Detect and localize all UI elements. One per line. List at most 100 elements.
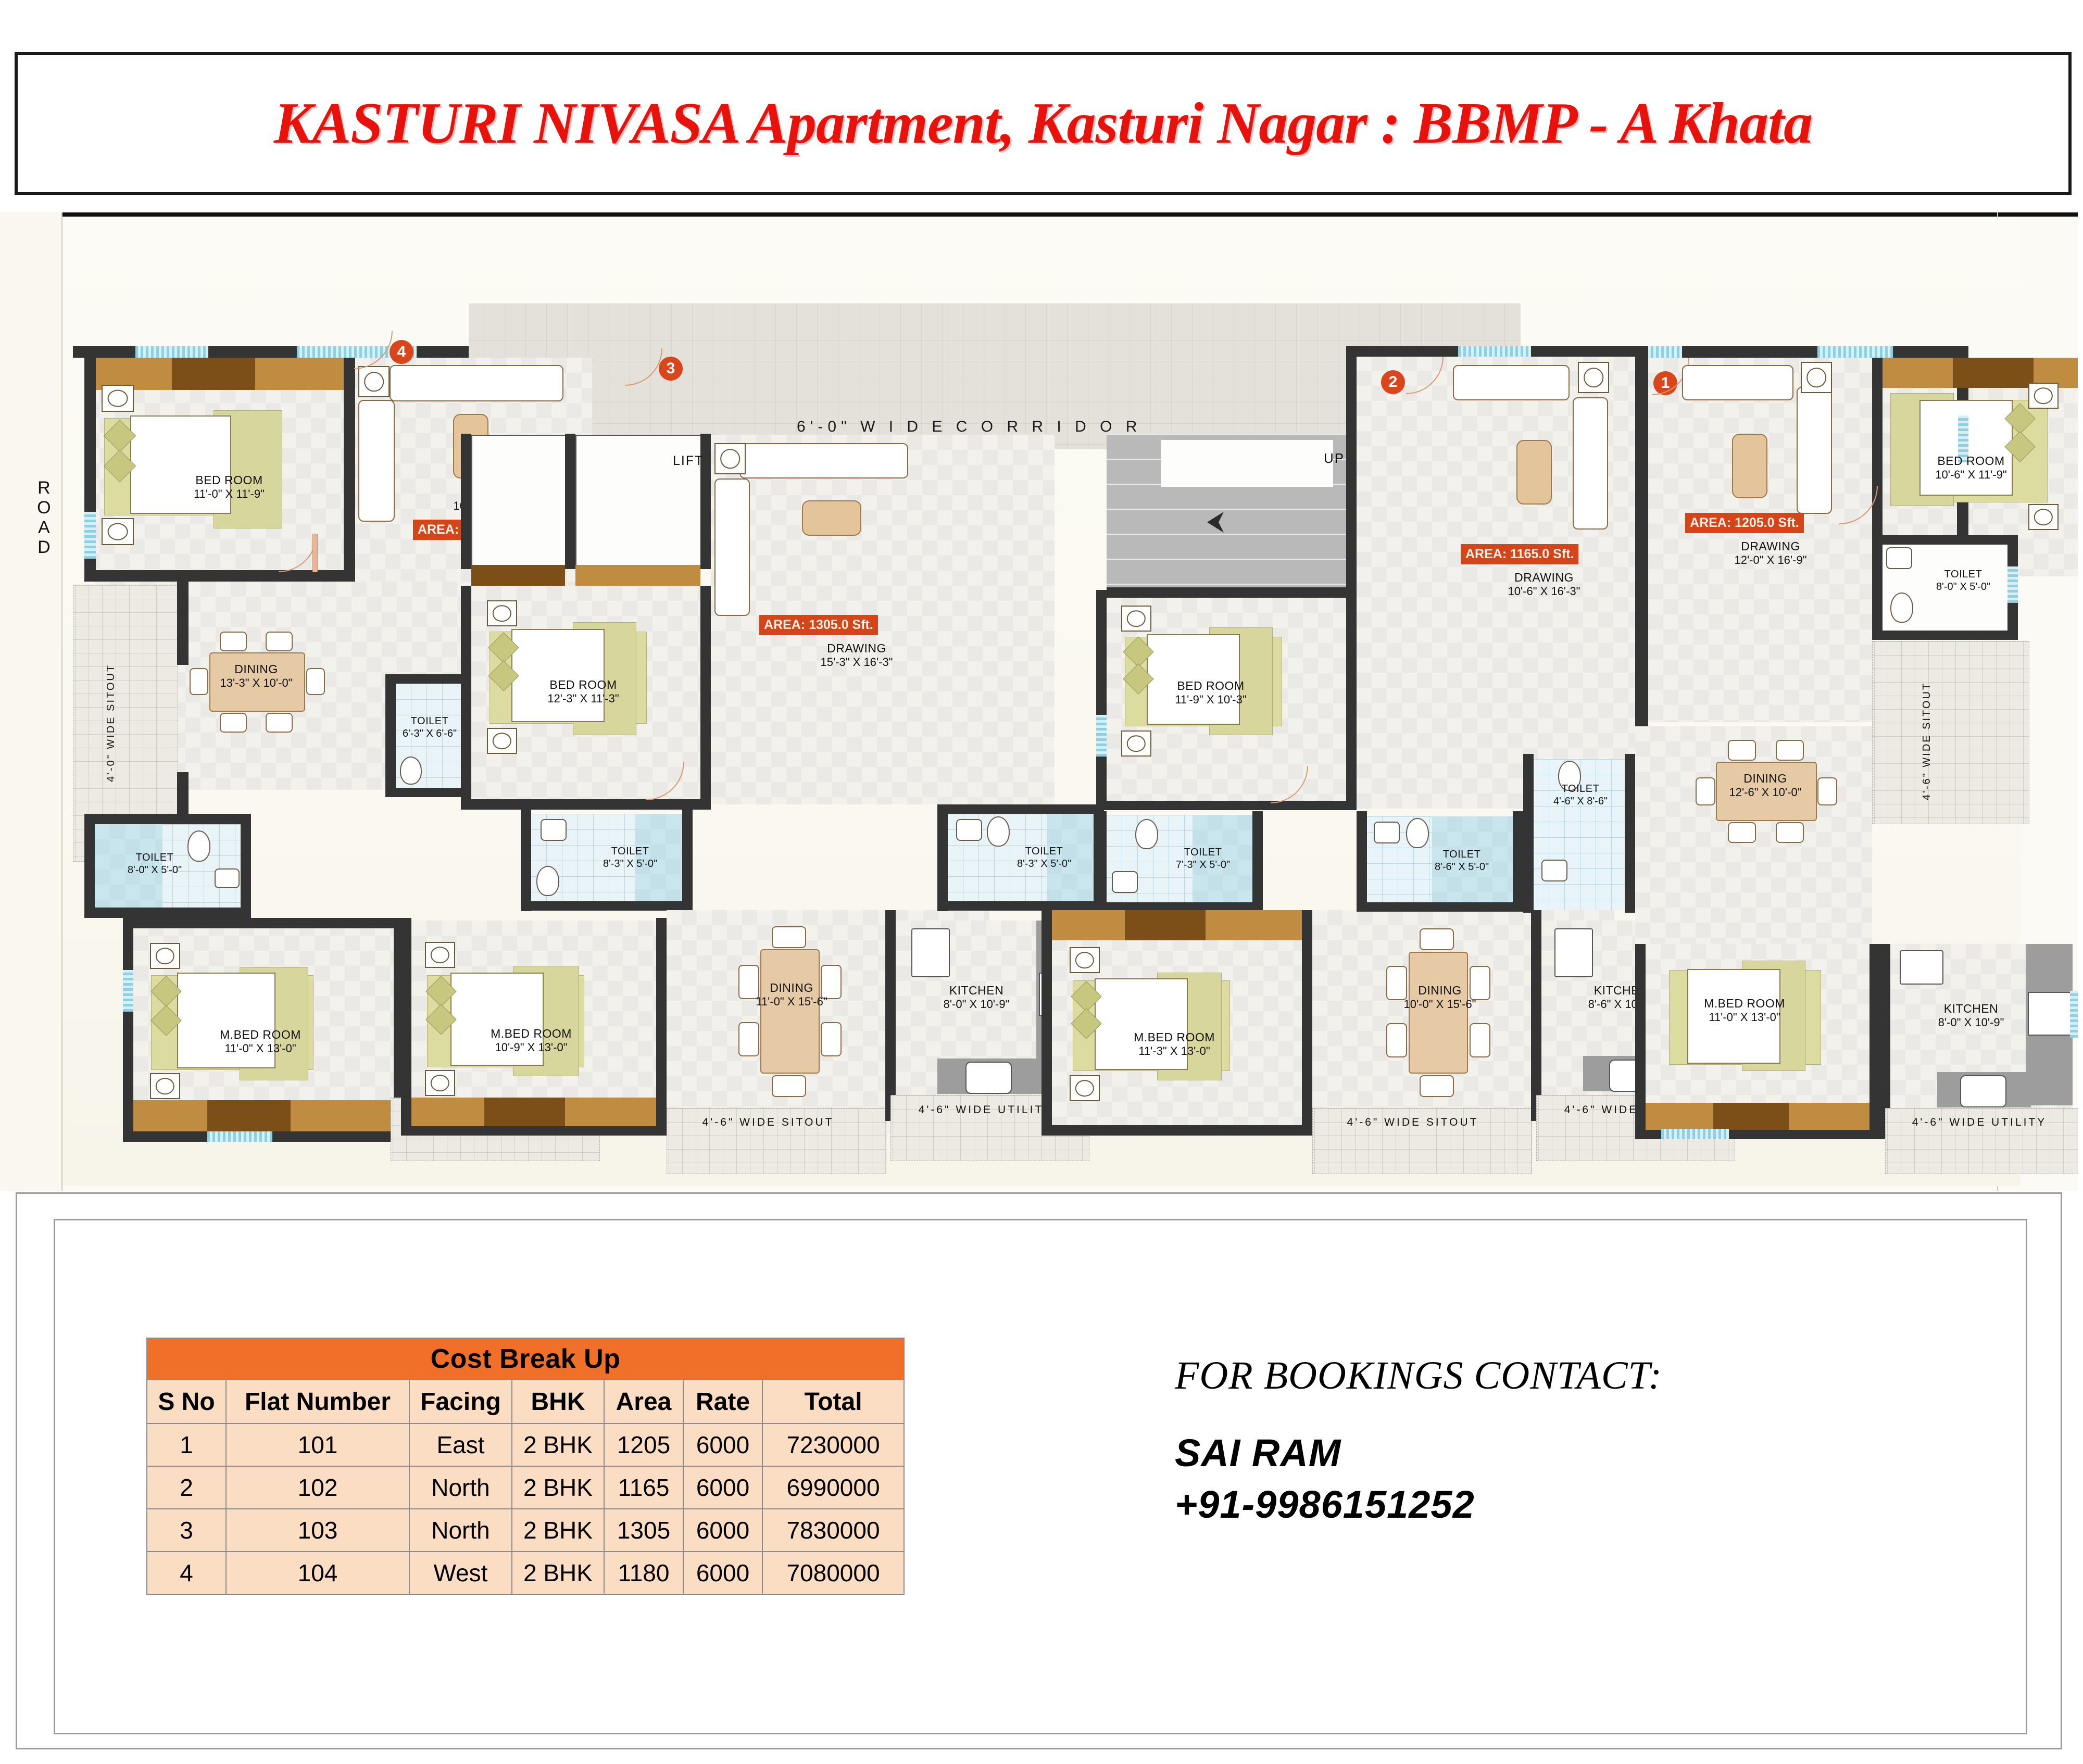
contact-phone[interactable]: +91-9986151252 — [1175, 1483, 1475, 1526]
col-header-rate: Rate — [683, 1379, 763, 1424]
area-badge-102: AREA: 1165.0 Sft. — [1461, 544, 1579, 564]
unit103-bed — [511, 629, 605, 722]
room-label-bedroom-101: BED ROOM 10'-6" X 11'-9" — [1935, 454, 2007, 482]
room-label-drawing-103: DRAWING 15'-3" X 16'-3" — [820, 641, 893, 669]
unit101-toilet1-wc — [1406, 818, 1429, 848]
unit103-kitchen-sink — [965, 1062, 1012, 1094]
lift-label: LIFT — [673, 453, 704, 468]
unit101-mbed-wood-2 — [1713, 1103, 1789, 1130]
unit101-sitout-floor — [1872, 641, 2029, 824]
wall-unit101-toilet1-right — [1513, 811, 1523, 910]
unit102-mbed-nightstand-1 — [1070, 947, 1100, 973]
col-header-flat: Flat Number — [225, 1379, 410, 1424]
room-label-mbed-102: M.BED ROOM 11'-3" X 13'-0" — [1134, 1030, 1215, 1058]
room-label-toilet-103a: TOILET 6'-3" X 6'-6" — [402, 715, 457, 740]
area-badge-103: AREA: 1305.0 Sft. — [759, 615, 878, 635]
wall-unit103-toilet3-left — [937, 810, 948, 911]
window-unit101-bedroom — [1958, 415, 1968, 462]
wall-unit103-bedroom-bottom — [461, 799, 711, 810]
wall-stair-bottom — [1107, 587, 1357, 598]
room-label-kitchen-103: KITCHEN 8'-0" X 10'-9" — [943, 984, 1010, 1011]
room-label-drawing-101: DRAWING 12'-0" X 16'-9" — [1734, 539, 1807, 567]
flat-badge-3[interactable]: 3 — [659, 357, 683, 381]
unit104-sofa-2 — [358, 400, 395, 522]
unit104-bed — [130, 415, 231, 514]
unit104-nightstand-2 — [102, 518, 134, 545]
cell-area: 1180 — [604, 1551, 684, 1595]
room-label-mbed-101: M.BED ROOM 11'-0" X 13'-0" — [1704, 997, 1785, 1024]
unit102-kitchen-fridge — [1554, 928, 1593, 977]
unit103-sofa-1 — [739, 443, 908, 478]
unit101-drawing-floor — [1648, 358, 1872, 722]
cell-area: 1205 — [604, 1423, 684, 1467]
unit103-toilet3-wc — [987, 816, 1010, 847]
unit102-toilet-tile — [1193, 815, 1252, 906]
unit104-mbed-bed — [177, 973, 275, 1068]
unit102-dining-chair-1 — [1420, 928, 1454, 950]
wall-unit101-toilet2-left — [1523, 754, 1534, 913]
unit102-dining-chair-5 — [1470, 966, 1490, 1000]
wall-unit103-toilet2-left — [521, 810, 531, 911]
unit101-nightstand-2 — [2028, 504, 2059, 530]
cell-total: 7230000 — [762, 1423, 905, 1467]
title-bar: KASTURI NIVASA Apartment, Kasturi Nagar … — [15, 52, 2072, 195]
unit102-sofa-2 — [1573, 397, 1608, 530]
wall-unit103-toilet3-capped — [937, 804, 1104, 814]
wall-unit101-toilet1-left — [1357, 811, 1367, 910]
unit102-dining-table — [1409, 952, 1468, 1074]
unit101-toilet-wc — [1890, 593, 1913, 623]
cell-sno: 1 — [146, 1423, 227, 1467]
cost-table-title: Cost Break Up — [146, 1338, 905, 1380]
unit103-dining-chair-2 — [772, 1075, 806, 1097]
wall-unit103-bedroom-right — [700, 586, 711, 810]
wall-unit102-toilet-bottom — [1096, 902, 1263, 912]
shaft-floor — [471, 435, 567, 567]
flat-badge-4[interactable]: 4 — [390, 340, 413, 364]
unit103-mbed-wood-2 — [484, 1098, 565, 1126]
room-label-mbed-104: M.BED ROOM 11'-0" X 13'-0" — [220, 1028, 301, 1055]
wall-unit104-toilet-bottom — [84, 908, 251, 918]
window-unit102-drawing — [1458, 346, 1531, 357]
cell-bhk: 2 BHK — [511, 1466, 605, 1509]
sitout-label-103: 4'-6" WIDE SITOUT — [702, 1116, 834, 1128]
cell-bhk: 2 BHK — [511, 1423, 605, 1467]
wall-unit102-kitchen-left — [1531, 910, 1541, 1121]
wall-unit101-toilet-left — [1872, 535, 1883, 639]
wall-unit101-drawing-left — [1635, 346, 1648, 726]
unit104-sofa-1 — [390, 365, 563, 401]
unit103-corner-table — [714, 443, 746, 474]
flat-badge-2[interactable]: 2 — [1381, 370, 1405, 394]
wall-unit104-toilet-left — [84, 814, 95, 918]
unit104-nightstand-1 — [102, 385, 134, 412]
wall-unit103-toilet1-top — [385, 674, 469, 684]
unit104-dining-chair-2 — [266, 632, 293, 651]
stair-landing — [1161, 440, 1333, 487]
unit101-dining-chair-4 — [1776, 822, 1804, 843]
plan-left-rule — [61, 212, 62, 1191]
unit101-sofa-2 — [1797, 387, 1832, 514]
unit104-dining-table — [209, 652, 305, 712]
wall-unit102-toilet-left — [1096, 811, 1107, 910]
cell-total: 7830000 — [762, 1508, 905, 1552]
unit103-sofa-2 — [714, 478, 750, 616]
cell-facing: West — [409, 1551, 512, 1595]
wall-unit101-kitchen-left — [1880, 944, 1890, 1139]
room-label-toilet-103c: TOILET 8'-3" X 5'-0" — [1017, 846, 1072, 870]
unit103-nightstand-2 — [487, 728, 517, 754]
wall-unit101-toilet2-right — [1625, 754, 1635, 913]
wall-unit101-mbed-left — [1635, 944, 1646, 1139]
wall-unit102-mbed-bottom — [1042, 1125, 1312, 1136]
cell-flat: 103 — [225, 1508, 410, 1552]
unit104-mbed-nightstand-1 — [150, 943, 180, 969]
unit102-dining-chair-3 — [1386, 966, 1407, 1000]
col-header-total: Total — [762, 1379, 905, 1424]
corridor-label: 6'-0" W I D E C O R R I D O R — [797, 418, 1142, 435]
wall-unit103-toilet1-bottom — [385, 788, 469, 797]
plan-top-band — [0, 212, 2078, 217]
room-label-toilet-102: TOILET 7'-3" X 5'-0" — [1175, 847, 1231, 871]
cell-flat: 102 — [225, 1466, 410, 1509]
wall-unit102-mbed-right — [1302, 910, 1312, 1129]
wall-unit103-toilet3-top — [937, 901, 1104, 911]
unit101-toilet1-tile — [1432, 816, 1513, 908]
wall-unit104-bedroom-bottom — [84, 570, 345, 582]
